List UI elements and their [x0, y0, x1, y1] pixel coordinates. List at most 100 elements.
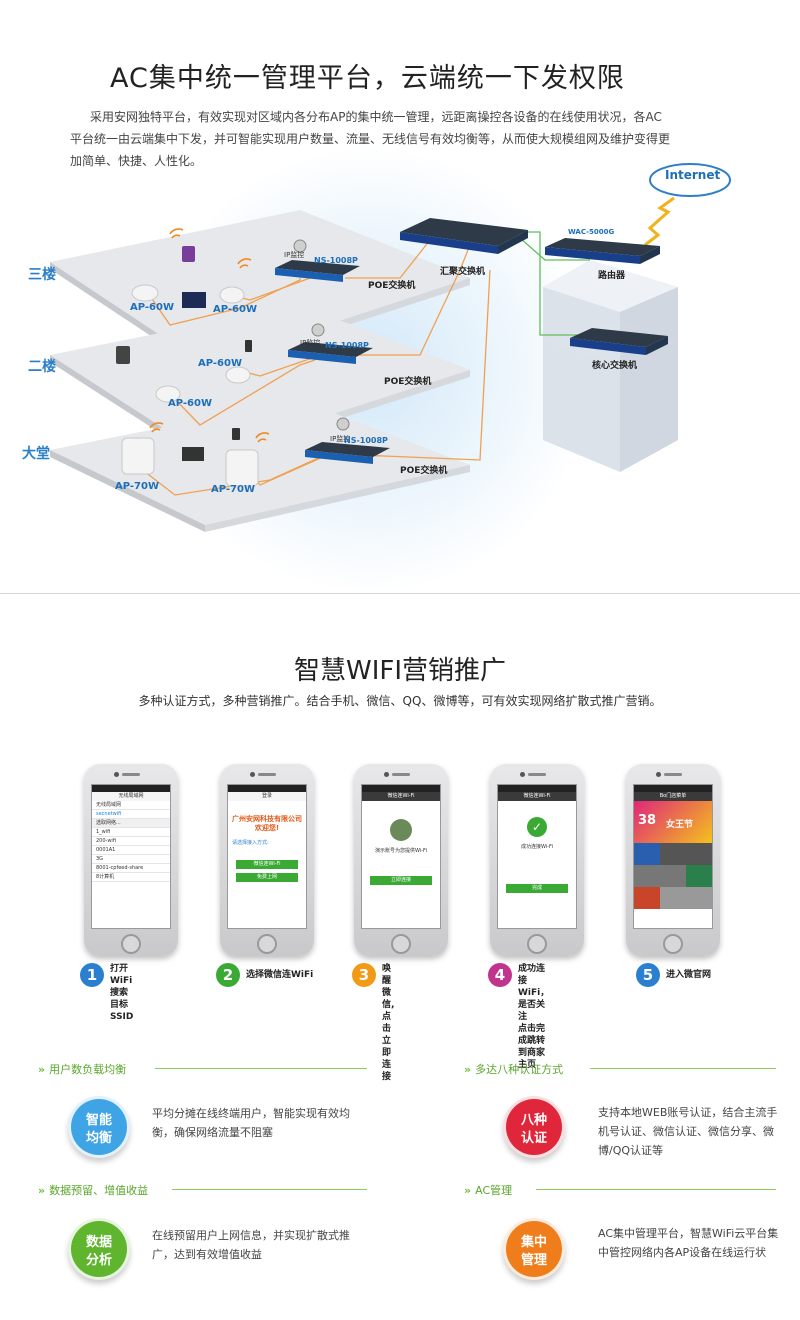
- tile[interactable]: [634, 843, 660, 865]
- wifi-row: 选取网络...: [92, 819, 170, 828]
- poe-switch-1: [305, 442, 390, 464]
- step-text: 进入微官网: [666, 970, 712, 980]
- tile-row: [634, 865, 712, 887]
- core-switch-label: 核心交换机: [592, 361, 638, 371]
- wifi-row[interactable]: 8计算机: [92, 873, 170, 882]
- access-hint: 请选择接入方式:: [232, 840, 269, 846]
- section-title-ac: AC集中统一管理平台，云端统一下发权限: [110, 63, 625, 94]
- ap-label-f1-right: AP-70W: [211, 484, 255, 495]
- wifi-row[interactable]: secnetwifi: [92, 810, 170, 819]
- router-label: 路由器: [598, 271, 626, 281]
- wifi-row[interactable]: 8001-cpfeed-share: [92, 864, 170, 873]
- done-button[interactable]: 完成: [506, 884, 568, 893]
- router-device: [545, 238, 660, 264]
- phone-screen: Bo门店菜单 38 女王节: [633, 784, 713, 929]
- step-text: 唤醒微信, 点击立即连接: [382, 964, 395, 1082]
- phone-screen: 微信连Wi-Fi 演示账号为您提供Wi-Fi 立即连接: [361, 784, 441, 929]
- heading-rule: [172, 1189, 367, 1190]
- tile[interactable]: [660, 843, 712, 865]
- tile[interactable]: [686, 865, 712, 887]
- ap-devices: [121, 284, 259, 487]
- avatar: [390, 819, 412, 841]
- ip-cameras: [293, 239, 350, 431]
- tile-row: [634, 887, 712, 909]
- phone-nav: 无线局域网: [92, 792, 170, 801]
- ns-label-3: NS-1008P: [314, 256, 358, 265]
- feature-heading-load-balance: »用户数负载均衡: [38, 1063, 127, 1076]
- agg-switch-label: 汇聚交换机: [440, 267, 486, 277]
- step-text: 选择微信连WiFi: [246, 970, 314, 980]
- client-devices: [116, 246, 252, 461]
- internet-cloud: [649, 163, 731, 197]
- double-chevron-icon: »: [464, 1063, 471, 1076]
- connect-now-button[interactable]: 立即连接: [370, 876, 432, 885]
- feature-heading-auth: »多达八种认证方式: [464, 1063, 564, 1076]
- badge-central-management: 集中 管理: [503, 1218, 565, 1280]
- promo-banner[interactable]: 38 女王节: [634, 801, 712, 843]
- floor-label-3: 三楼: [28, 267, 56, 283]
- phone-micro-site: Bo门店菜单 38 女王节: [626, 764, 720, 956]
- ip-cam-label-1: IP监控: [330, 435, 351, 443]
- ap-label-f3-right: AP-60W: [213, 304, 257, 315]
- poe-switch-2: [288, 342, 373, 364]
- floor-1-plate: [50, 400, 470, 532]
- home-button[interactable]: [663, 934, 683, 954]
- poe-switch-3: [275, 260, 360, 282]
- double-chevron-icon: »: [38, 1184, 45, 1197]
- ap-label-f1-left: AP-70W: [115, 481, 159, 492]
- phone-nav: 微信连Wi-Fi: [498, 792, 576, 801]
- phone-wechat-connect: 微信连Wi-Fi 演示账号为您提供Wi-Fi 立即连接: [354, 764, 448, 956]
- phone-connect-success: 微信连Wi-Fi ✓ 成功连接Wi-Fi 完成: [490, 764, 584, 956]
- phone-login: 登录 广州安网科技有限公司欢迎您! 请选择接入方式: 微信连Wi-Fi 免费上网: [220, 764, 314, 956]
- tile[interactable]: [634, 887, 660, 909]
- wifi-row[interactable]: 200-wifi: [92, 837, 170, 846]
- double-chevron-icon: »: [38, 1063, 45, 1076]
- feature-text-auth: 支持本地WEB账号认证，结合主流手机号认证、微信认证、微信分享、微博/QQ认证等: [598, 1106, 778, 1157]
- home-button[interactable]: [391, 934, 411, 954]
- heading-rule: [536, 1189, 776, 1190]
- home-button[interactable]: [121, 934, 141, 954]
- tile-row: [634, 843, 712, 865]
- heading-rule: [155, 1068, 367, 1069]
- free-internet-button[interactable]: 免费上网: [236, 873, 298, 882]
- tile[interactable]: [634, 865, 686, 887]
- step-text: 成功连接WiFi，是否关注 点击完成跳转到商家主页: [518, 964, 550, 1070]
- feature-text-ac: AC集中管理平台，智慧WiFi云平台集中管控网络内各AP设备在线运行状: [598, 1227, 779, 1259]
- promo-text: 女王节: [666, 820, 694, 830]
- check-icon: ✓: [527, 817, 547, 837]
- step-text: 打开WiFi搜索 目标SSID: [110, 964, 134, 1022]
- step-number: 1: [80, 963, 104, 987]
- section-title-wifi: 智慧WIFI营销推广: [294, 656, 506, 686]
- wifi-row[interactable]: 0001A1: [92, 846, 170, 855]
- feature-text-load-balance: 平均分摊在线终端用户，智能实现有效均衡，确保网络流量不阻塞: [152, 1107, 350, 1139]
- phone-screen: 无线局域网 无线局域网 secnetwifi 选取网络... 1_wifi 20…: [91, 784, 171, 929]
- wechat-wifi-button[interactable]: 微信连Wi-Fi: [236, 860, 298, 869]
- badge-data-analysis: 数据 分析: [68, 1218, 130, 1280]
- phone-nav: Bo门店菜单: [634, 792, 712, 801]
- section-subtitle-wifi: 多种认证方式，多种营销推广。结合手机、微信、QQ、微博等，可有效实现网络扩散式推…: [138, 694, 662, 708]
- promo-number: 38: [638, 813, 657, 828]
- poe-label-1: POE交换机: [400, 466, 448, 476]
- phone-wifi-list: 无线局域网 无线局域网 secnetwifi 选取网络... 1_wifi 20…: [84, 764, 178, 956]
- home-button[interactable]: [527, 934, 547, 954]
- home-button[interactable]: [257, 934, 277, 954]
- phone-nav: 微信连Wi-Fi: [362, 792, 440, 801]
- wifi-row[interactable]: 3G: [92, 855, 170, 864]
- wifi-signals: [149, 228, 270, 443]
- phone-nav: 登录: [228, 792, 306, 801]
- green-links: [519, 231, 590, 336]
- success-text: 成功连接Wi-Fi: [521, 844, 553, 850]
- wifi-row[interactable]: 无线局域网: [92, 801, 170, 810]
- intro-paragraph: 采用安网独特平台，有效实现对区域内各分布AP的集中统一管理，远距离操控各设备的在…: [70, 110, 671, 168]
- ap-label-f2-top: AP-60W: [198, 358, 242, 369]
- ap-label-f2-bottom: AP-60W: [168, 398, 212, 409]
- badge-eight-auth: 八种 认证: [503, 1096, 565, 1158]
- double-chevron-icon: »: [464, 1184, 471, 1197]
- internet-label: Internet: [665, 168, 721, 182]
- tile[interactable]: [660, 887, 712, 909]
- wifi-row[interactable]: 1_wifi: [92, 828, 170, 837]
- ap-label-f3-left: AP-60W: [130, 302, 174, 313]
- welcome-text: 广州安网科技有限公司欢迎您!: [232, 815, 302, 832]
- router-model-label: WAC-5000G: [568, 228, 615, 236]
- step-number: 2: [216, 963, 240, 987]
